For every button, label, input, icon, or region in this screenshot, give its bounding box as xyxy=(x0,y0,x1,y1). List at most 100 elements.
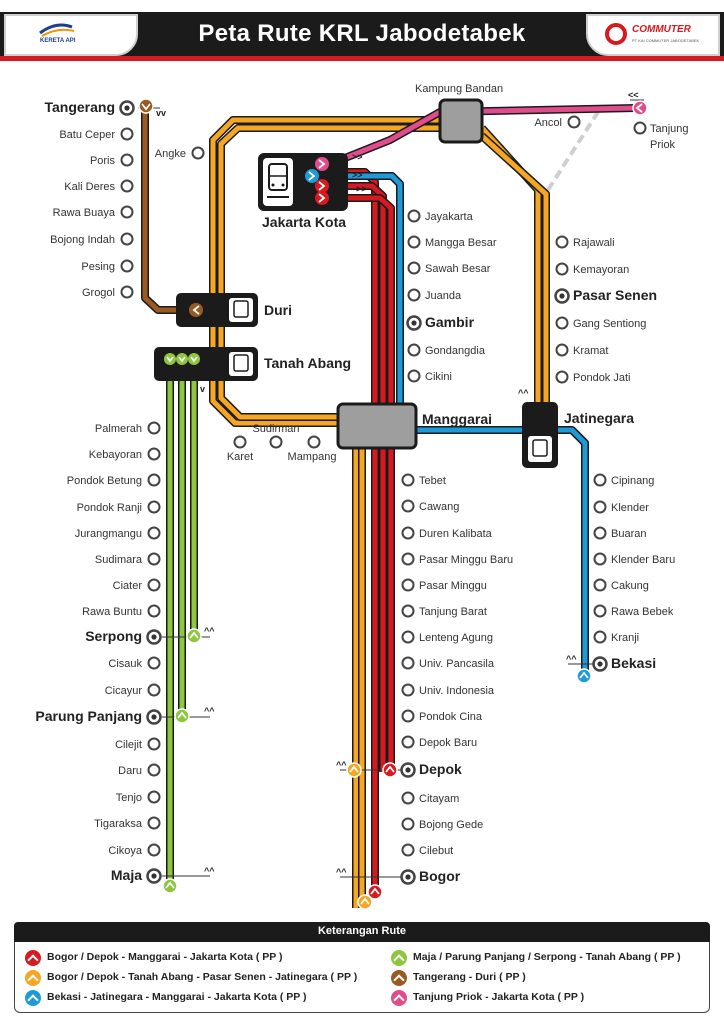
station-cawang[interactable]: Cawang xyxy=(401,499,460,514)
station-kebayoran[interactable]: Kebayoran xyxy=(89,447,161,462)
station-poris[interactable]: Poris xyxy=(90,153,134,168)
station-label: Kranji xyxy=(611,632,639,644)
station-lenteng-agung[interactable]: Lenteng Agung xyxy=(401,630,494,645)
hub-tanah-abang[interactable] xyxy=(154,347,258,381)
hub-jatinegara[interactable] xyxy=(522,402,558,468)
station-kemayoran[interactable]: Kemayoran xyxy=(555,262,630,277)
station-univ-pancasila[interactable]: Univ. Pancasila xyxy=(401,656,495,671)
station-rawa-buntu[interactable]: Rawa Buntu xyxy=(82,604,161,619)
station-bojong-gede[interactable]: Bojong Gede xyxy=(401,817,484,832)
legend-item-label: Bogor / Depok - Tanah Abang - Pasar Sene… xyxy=(47,971,358,983)
station-marker xyxy=(147,683,161,697)
station-palmerah[interactable]: Palmerah xyxy=(95,421,161,436)
station-pondok-jati[interactable]: Pondok Jati xyxy=(555,370,631,385)
station-rajawali[interactable]: Rajawali xyxy=(555,235,615,250)
station-gang-sentiong[interactable]: Gang Sentiong xyxy=(555,316,647,331)
kai-logo-text: KERETA API xyxy=(40,38,76,44)
station-marker xyxy=(401,552,415,566)
station-jayakarta[interactable]: Jayakarta xyxy=(407,209,474,224)
station-label: Pesing xyxy=(81,261,115,273)
station-tanjung-barat[interactable]: Tanjung Barat xyxy=(401,604,487,619)
station-bojong-indah[interactable]: Bojong Indah xyxy=(50,232,134,247)
station-tebet[interactable]: Tebet xyxy=(401,473,446,488)
station-marker xyxy=(147,790,161,804)
hub-duri[interactable] xyxy=(176,293,258,327)
station-kali-deres[interactable]: Kali Deres xyxy=(64,179,134,194)
station-tangerang[interactable]: Tangerang xyxy=(44,99,135,116)
station-juanda[interactable]: Juanda xyxy=(407,288,462,303)
station-citayam[interactable]: Citayam xyxy=(401,791,460,806)
station-gambir[interactable]: Gambir xyxy=(406,314,475,331)
station-kranji[interactable]: Kranji xyxy=(593,630,640,645)
legend-item-label: Maja / Parung Panjang / Serpong - Tanah … xyxy=(413,951,681,963)
station-daru[interactable]: Daru xyxy=(118,763,161,778)
station-pondok-betung[interactable]: Pondok Betung xyxy=(67,473,161,488)
station-pasar-senen[interactable]: Pasar Senen xyxy=(554,287,658,304)
station-batu-ceper[interactable]: Batu Ceper xyxy=(59,127,134,142)
station-pondok-ranji[interactable]: Pondok Ranji xyxy=(77,500,161,515)
station-cicayur[interactable]: Cicayur xyxy=(105,683,161,698)
station-pondok-cina[interactable]: Pondok Cina xyxy=(401,709,483,724)
station-rawa-bebek[interactable]: Rawa Bebek xyxy=(593,604,674,619)
station-marker xyxy=(407,209,421,223)
brown-route xyxy=(141,108,190,314)
station-ciater[interactable]: Ciater xyxy=(113,578,161,593)
station-cikoya[interactable]: Cikoya xyxy=(108,843,161,858)
station-cisauk[interactable]: Cisauk xyxy=(108,656,161,671)
station-cilejit[interactable]: Cilejit xyxy=(115,737,161,752)
station-cilebut[interactable]: Cilebut xyxy=(401,843,454,858)
station-angke[interactable]: Angke xyxy=(155,146,205,161)
station-ancol[interactable]: Ancol xyxy=(534,115,581,130)
station-mangga-besar[interactable]: Mangga Besar xyxy=(407,235,497,250)
station-buaran[interactable]: Buaran xyxy=(593,526,647,541)
station-tigaraksa[interactable]: Tigaraksa xyxy=(94,816,161,831)
station-label: Pasar Minggu xyxy=(419,580,487,592)
station-bekasi[interactable]: Bekasi xyxy=(592,655,657,672)
station-cikini[interactable]: Cikini xyxy=(407,369,452,384)
station-label: Pondok Betung xyxy=(67,475,142,487)
station-marker xyxy=(555,262,569,276)
station-kramat[interactable]: Kramat xyxy=(555,343,609,358)
station-klender-baru[interactable]: Klender Baru xyxy=(593,552,676,567)
station-duren-kalibata[interactable]: Duren Kalibata xyxy=(401,526,493,541)
station-depok[interactable]: Depok xyxy=(400,761,463,778)
station-karet[interactable]: Karet xyxy=(227,435,253,464)
station-cakung[interactable]: Cakung xyxy=(593,578,649,593)
station-label: Grogol xyxy=(82,287,115,299)
station-cipinang[interactable]: Cipinang xyxy=(593,473,655,488)
station-pasar-minggu[interactable]: Pasar Minggu xyxy=(401,578,487,593)
hub-kampung-bandan[interactable] xyxy=(438,98,484,144)
station-gondangdia[interactable]: Gondangdia xyxy=(407,343,486,358)
station-label: Sudirman xyxy=(252,423,299,435)
station-parung-panjang[interactable]: Parung Panjang xyxy=(35,708,162,725)
station-label: Angke xyxy=(155,148,186,160)
station-grogol[interactable]: Grogol xyxy=(82,285,134,300)
station-rawa-buaya[interactable]: Rawa Buaya xyxy=(53,205,134,220)
station-sudirman[interactable]: Sudirman xyxy=(252,423,300,449)
station-label: Citayam xyxy=(419,793,459,805)
station-sawah-besar[interactable]: Sawah Besar xyxy=(407,261,491,276)
station-marker xyxy=(401,578,415,592)
station-bogor[interactable]: Bogor xyxy=(400,868,461,885)
station-sudimara[interactable]: Sudimara xyxy=(95,552,161,567)
station-maja[interactable]: Maja xyxy=(111,867,162,884)
station-label: Kramat xyxy=(573,345,608,357)
station-label: Duren Kalibata xyxy=(419,528,493,540)
station-klender[interactable]: Klender xyxy=(593,500,650,515)
station-pasar-minggu-baru[interactable]: Pasar Minggu Baru xyxy=(401,552,514,567)
station-marker xyxy=(147,552,161,566)
station-mampang[interactable]: Mampang xyxy=(288,435,337,464)
station-jurangmangu[interactable]: Jurangmangu xyxy=(75,526,161,541)
station-label: Cilebut xyxy=(419,845,453,857)
station-pesing[interactable]: Pesing xyxy=(81,259,134,274)
station-serpong[interactable]: Serpong xyxy=(85,628,162,645)
station-tenjo[interactable]: Tenjo xyxy=(116,790,161,805)
station-marker xyxy=(147,656,161,670)
hub-jakarta-kota[interactable] xyxy=(258,153,348,211)
station-depok-baru[interactable]: Depok Baru xyxy=(401,735,478,750)
station-univ-indonesia[interactable]: Univ. Indonesia xyxy=(401,683,495,698)
station-label: Maja xyxy=(111,867,142,883)
green-route xyxy=(166,364,198,884)
hub-manggarai[interactable] xyxy=(336,402,418,450)
